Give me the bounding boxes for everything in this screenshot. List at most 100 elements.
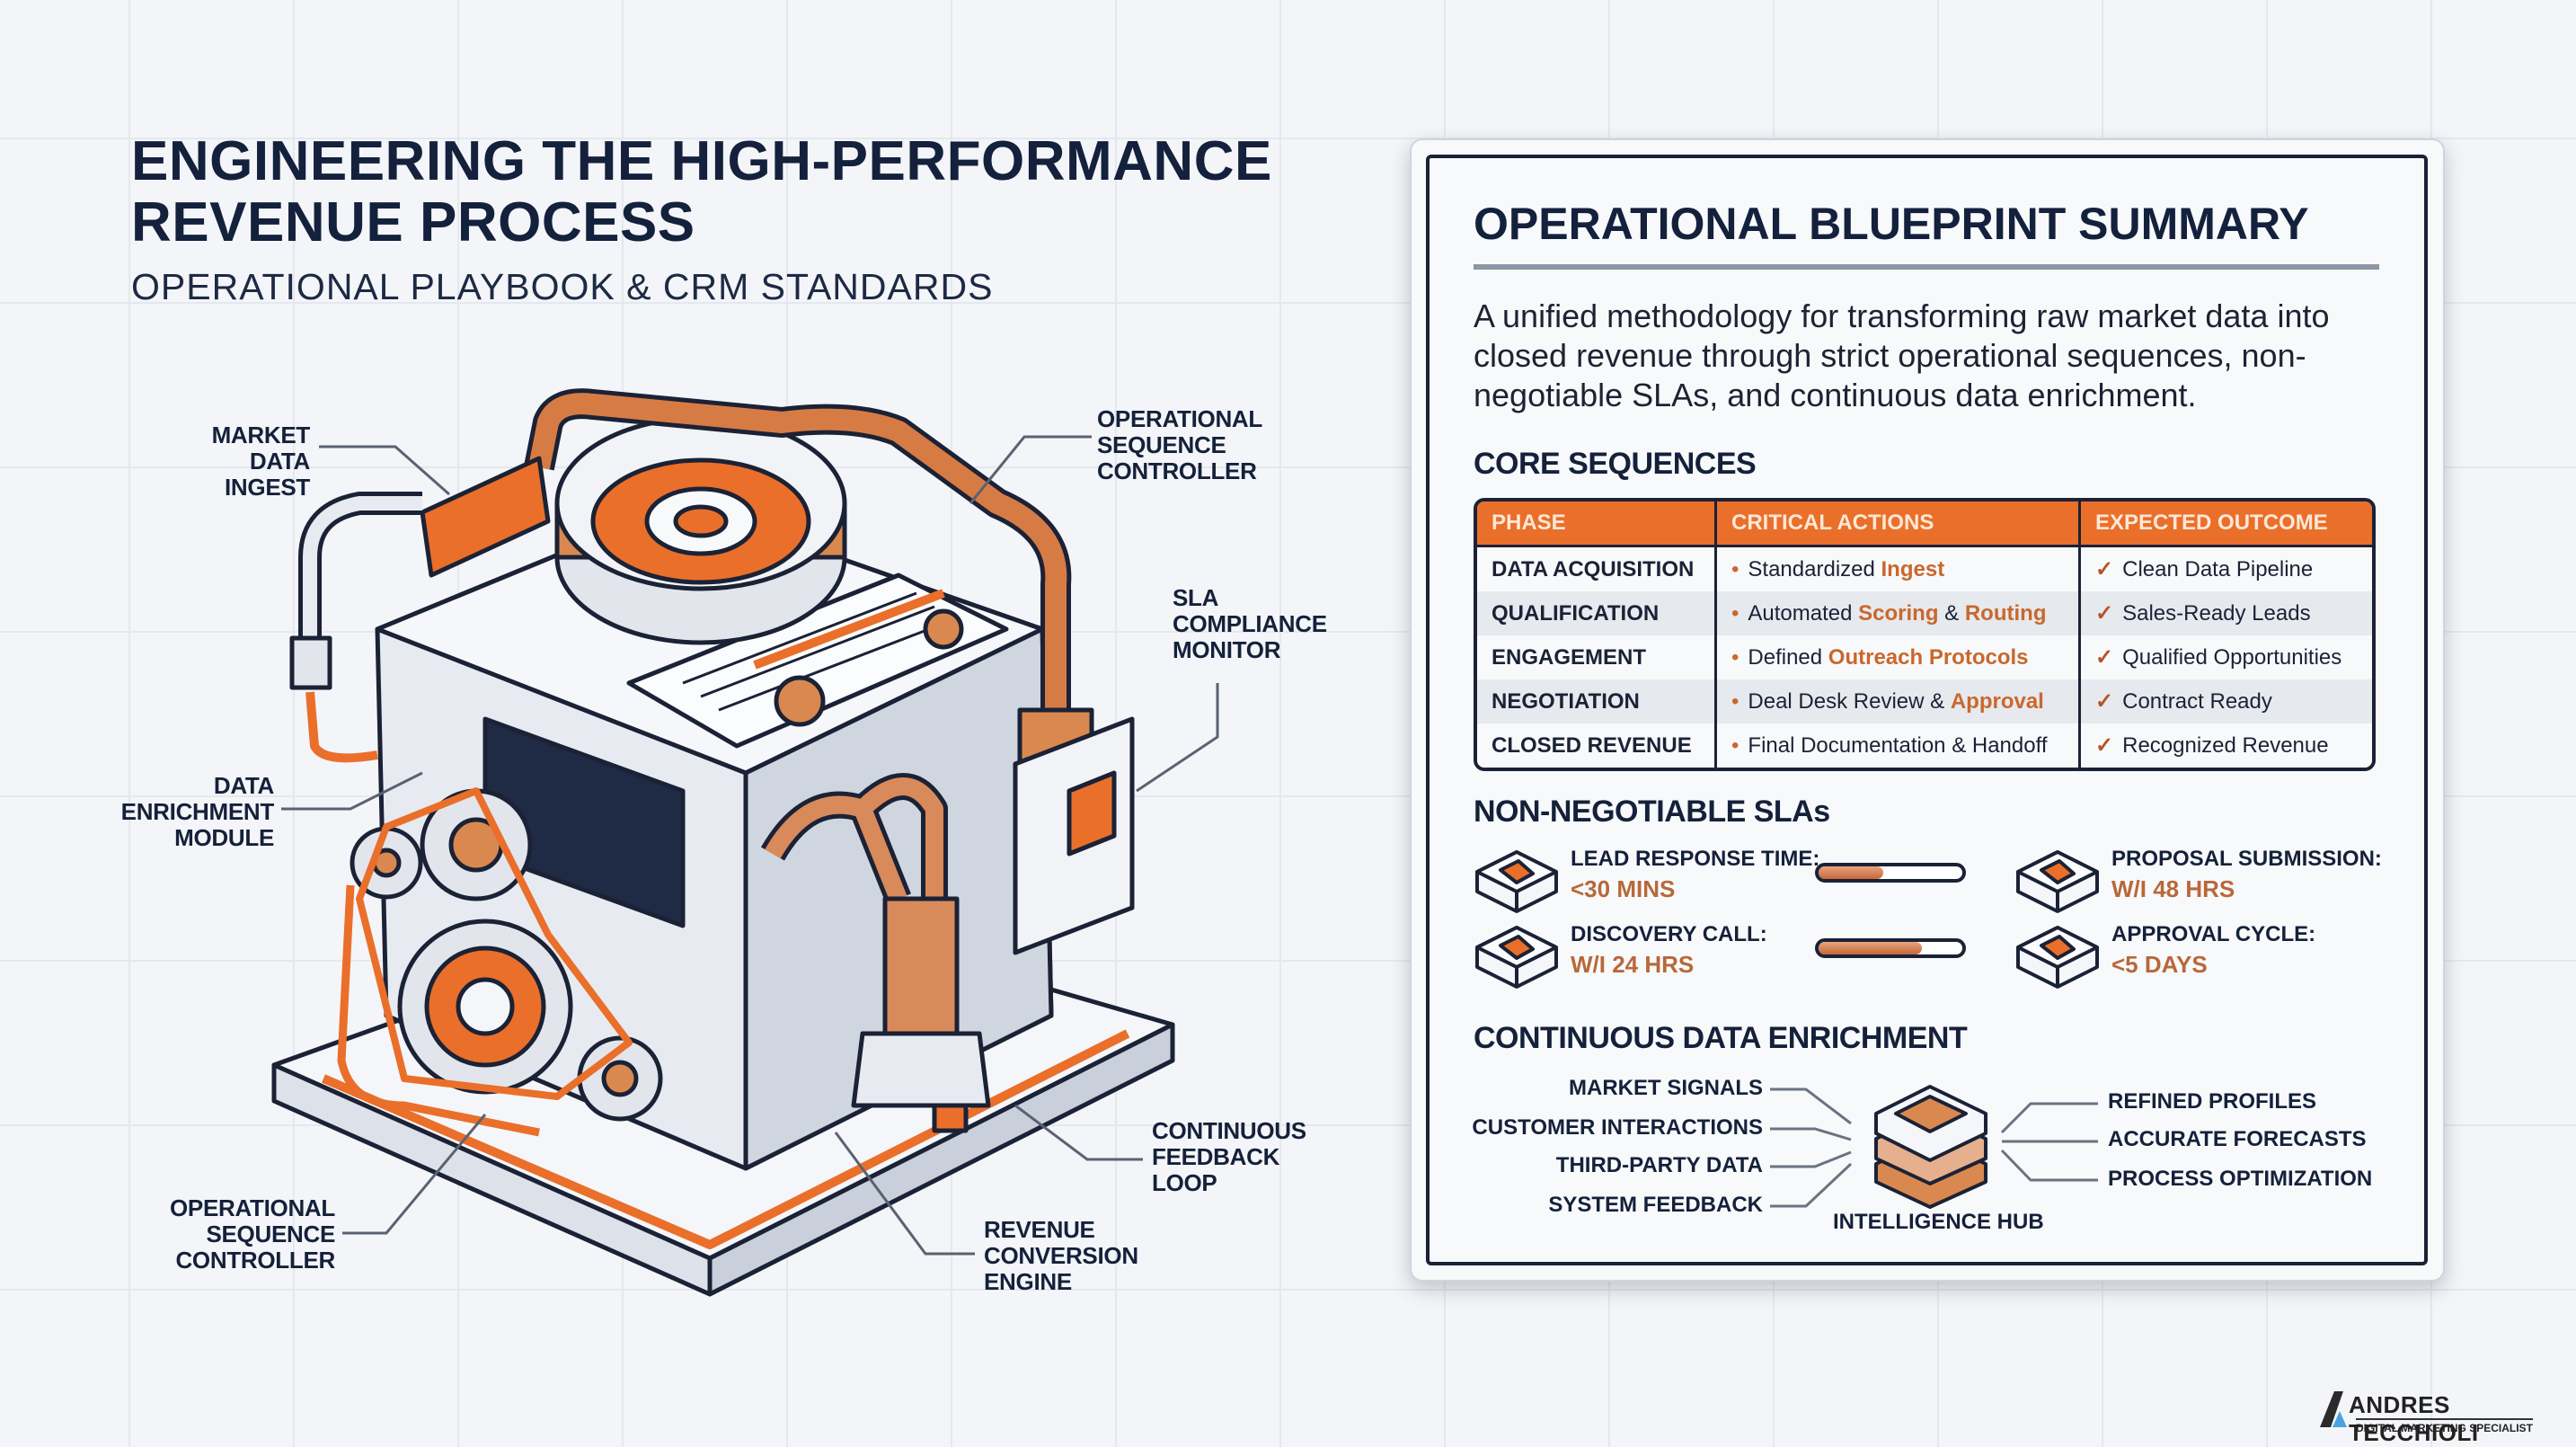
sla-value: <5 DAYS [2111,951,2208,978]
intelligence-hub-icon [1874,1085,1987,1209]
label-line: FEEDBACK [1152,1143,1280,1170]
label-line: DATA [213,772,274,799]
label-line: OPERATIONAL [1097,405,1262,432]
cell-action: •Standardized Ingest [1717,547,2081,591]
cell-phase: DATA ACQUISITION [1477,547,1717,591]
sla-progress-fill [1819,866,1883,879]
label-line: MARKET DATA [211,422,311,475]
revenue-collector [882,896,960,1036]
sla-label: APPROVAL CYCLE: [2111,922,2316,946]
label-line: ENRICHMENT [120,798,275,825]
brand-tagline: DIGITAL MARKETING SPECIALIST [2356,1418,2533,1434]
cell-action: •Deal Desk Review & Approval [1717,679,2081,724]
arrow-market-signals [1770,1087,1852,1125]
title-line-1: ENGINEERING THE HIGH-PERFORMANCE [131,130,1272,192]
label-line: MONITOR [1173,636,1281,663]
outcome-text: Sales-Ready Leads [2122,601,2311,626]
table-row: CLOSED REVENUE •Final Documentation & Ha… [1477,724,2372,768]
bullet-icon: • [1731,644,1739,670]
sla-label: LEAD RESPONSE TIME: [1571,847,1820,871]
action-text: Standardized [1748,556,1881,581]
table-row: NEGOTIATION •Deal Desk Review & Approval… [1477,679,2372,724]
cell-outcome: ✓ Recognized Revenue [2081,724,2372,768]
sla-progress-bar [1815,938,1966,958]
core-sequences-table: PHASE CRITICAL ACTIONS EXPECTED OUTCOME … [1474,498,2376,771]
column-header-expected-outcome: EXPECTED OUTCOME [2081,502,2372,547]
checkmark-icon: ✓ [2095,733,2114,758]
enrichment-input: MARKET SIGNALS [1569,1076,1763,1100]
label-line: CONVERSION [984,1242,1138,1269]
arrow-refined-profiles [2000,1102,2098,1134]
enrichment-heading: CONTINUOUS DATA ENRICHMENT [1474,1021,1968,1055]
label-line: CONTROLLER [175,1247,335,1274]
enrichment-output: REFINED PROFILES [2108,1089,2317,1114]
label-operational-sequence-controller-bottom: OPERATIONAL SEQUENCE CONTROLLER [135,1195,335,1274]
cell-outcome: ✓ Qualified Opportunities [2081,635,2372,679]
page-title: ENGINEERING THE HIGH-PERFORMANCE REVENUE… [131,131,1272,253]
cell-outcome: ✓ Sales-Ready Leads [2081,591,2372,635]
label-operational-sequence-controller-top: OPERATIONAL SEQUENCE CONTROLLER [1097,406,1262,484]
bullet-icon: • [1731,600,1739,626]
checkmark-icon: ✓ [2095,645,2114,670]
cell-outcome: ✓Clean Data Pipeline [2081,547,2372,591]
cell-action: •Automated Scoring & Routing [1717,591,2081,635]
intelligence-hub-label: INTELLIGENCE HUB [1833,1210,2044,1234]
label-line: SLA [1173,584,1219,611]
label-line: REVENUE [984,1216,1095,1243]
sla-cube-icon [2014,920,2101,997]
action-text: Final Documentation & Handoff [1748,732,2048,758]
label-line: MODULE [174,824,274,851]
cell-phase: NEGOTIATION [1477,679,1717,724]
sla-value: W/I 48 HRS [2111,875,2235,902]
sla-heading: NON-NEGOTIABLE SLAs [1474,795,1830,829]
label-revenue-conversion-engine: REVENUE CONVERSION ENGINE [984,1217,1138,1295]
sla-cube-icon [2014,845,2101,921]
brand-logo-icon [2320,1391,2347,1427]
arrow-third-party-data [1770,1150,1852,1168]
label-line: COMPLIANCE [1173,610,1327,637]
engine-illustration [271,388,1219,1297]
table-row: DATA ACQUISITION •Standardized Ingest ✓C… [1477,547,2372,591]
enrichment-input: CUSTOMER INTERACTIONS [1472,1115,1763,1140]
table-row: QUALIFICATION •Automated Scoring & Routi… [1477,591,2372,635]
column-header-critical-actions: CRITICAL ACTIONS [1717,502,2081,547]
action-text: & [1938,600,1965,626]
cell-phase: QUALIFICATION [1477,591,1717,635]
action-highlight: Scoring [1858,600,1939,626]
action-highlight: Ingest [1881,556,1945,581]
outcome-text: Clean Data Pipeline [2122,557,2314,581]
action-text: Defined [1748,644,1828,670]
enrichment-input: SYSTEM FEEDBACK [1548,1193,1763,1217]
sla-value: <30 MINS [1571,875,1676,902]
outcome-text: Recognized Revenue [2122,733,2329,758]
arrow-process-optimization [2000,1149,2098,1182]
bullet-icon: • [1731,732,1739,758]
label-line: CONTINUOUS [1152,1117,1306,1144]
cell-action: •Defined Outreach Protocols [1717,635,2081,679]
enrichment-output: ACCURATE FORECASTS [2108,1127,2367,1151]
sla-value: W/I 24 HRS [1571,951,1695,978]
ingest-module [420,456,551,578]
checkmark-icon: ✓ [2095,601,2114,626]
sla-cube-icon [1474,845,1560,921]
action-highlight: Routing [1964,600,2047,626]
enrichment-input: THIRD-PARTY DATA [1555,1153,1763,1177]
label-line: INGEST [225,474,310,501]
summary-paragraph: A unified methodology for transforming r… [1474,297,2330,413]
label-data-enrichment-module: DATA ENRICHMENT MODULE [90,772,275,851]
card-title: OPERATIONAL BLUEPRINT SUMMARY [1474,199,2309,249]
sla-label: DISCOVERY CALL: [1571,922,1767,946]
label-market-data-ingest: MARKET DATA INGEST [157,422,311,501]
outcome-text: Qualified Opportunities [2122,645,2342,670]
label-line: CONTROLLER [1097,457,1257,484]
sla-progress-bar [1815,863,1966,883]
card-frame [1426,155,2428,1265]
label-sla-compliance-monitor: SLA COMPLIANCE MONITOR [1173,585,1327,663]
cell-outcome: ✓Contract Ready [2081,679,2372,724]
arrow-customer-interactions [1770,1127,1852,1141]
label-line: SEQUENCE [206,1221,335,1247]
bullet-icon: • [1731,688,1739,714]
cell-action: • Final Documentation & Handoff [1717,724,2081,768]
page-subtitle: OPERATIONAL PLAYBOOK & CRM STANDARDS [131,266,994,307]
core-sequences-heading: CORE SEQUENCES [1474,447,1757,481]
